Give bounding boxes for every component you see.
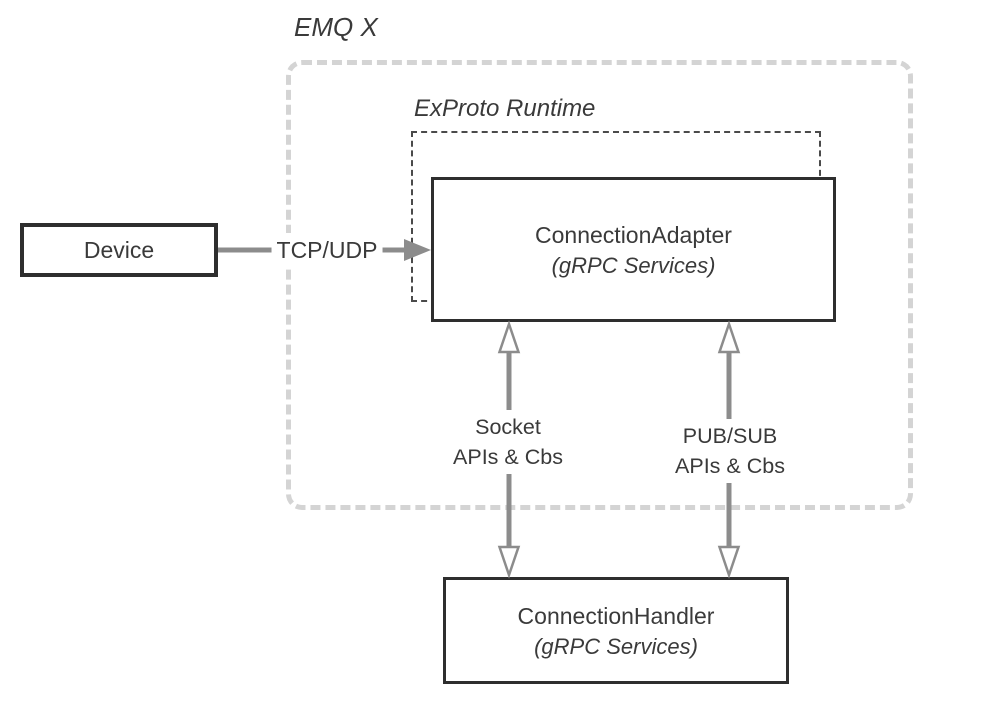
emqx-group-label: EMQ X (294, 12, 378, 42)
device-node: Device (20, 223, 218, 277)
connection-adapter-node: ConnectionAdapter (gRPC Services) (431, 177, 836, 322)
pubsub-edge-label-line1: PUB/SUB (682, 424, 778, 448)
arrowhead-up-icon (717, 320, 741, 354)
connection-adapter-subtitle: (gRPC Services) (551, 252, 716, 278)
arrowhead-down-icon (497, 545, 521, 579)
connection-handler-title: ConnectionHandler (517, 602, 715, 629)
socket-edge-label-line1: Socket (475, 415, 541, 439)
device-label: Device (83, 237, 155, 263)
connection-adapter-title: ConnectionAdapter (535, 221, 732, 248)
exproto-runtime-label: ExProto Runtime (414, 95, 596, 122)
arrowhead-down-icon (717, 545, 741, 579)
emqx-dashed-group (286, 60, 913, 510)
connection-handler-node: ConnectionHandler (gRPC Services) (443, 577, 789, 684)
socket-edge-label-line2: APIs & Cbs (453, 445, 563, 469)
socket-edge-label: Socket APIs & Cbs (448, 410, 568, 474)
pubsub-edge-label: PUB/SUB APIs & Cbs (670, 419, 790, 483)
connection-handler-subtitle: (gRPC Services) (534, 633, 698, 659)
arrowhead-up-icon (497, 320, 521, 354)
arrowhead-right-icon (404, 239, 431, 261)
pubsub-edge-label-line2: APIs & Cbs (675, 454, 785, 478)
tcp-udp-edge-label: TCP/UDP (271, 233, 383, 267)
